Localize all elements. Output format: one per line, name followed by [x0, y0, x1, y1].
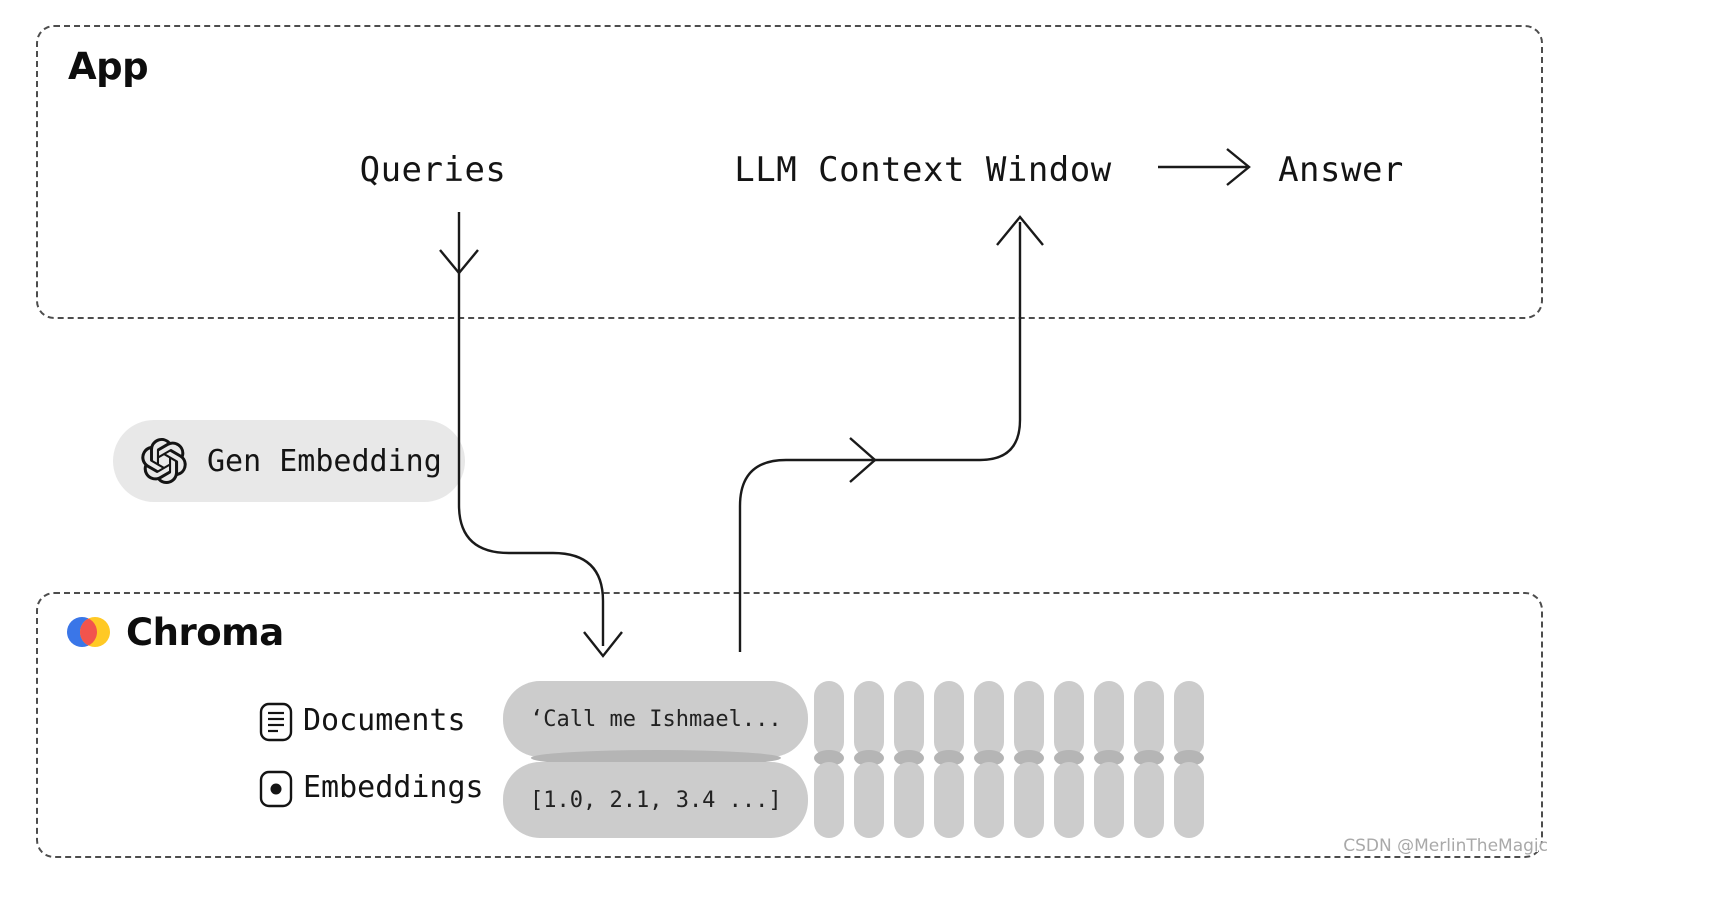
vector-cell [974, 762, 1004, 838]
answer-label: Answer [1278, 150, 1404, 190]
watermark: CSDN @MerlinTheMagic [1343, 836, 1548, 856]
gen-embedding-pill: Gen Embedding [113, 420, 465, 502]
vector-cell [894, 762, 924, 838]
vector-cell [814, 762, 844, 838]
vector-cell [1174, 681, 1204, 757]
chroma-logo-icon [64, 608, 114, 656]
chroma-header: Chroma [64, 608, 284, 656]
llm-context-window-label: LLM Context Window [734, 150, 1112, 190]
embeddings-label: Embeddings [303, 770, 484, 805]
document-icon [259, 702, 293, 742]
embedding-icon [259, 769, 293, 809]
vector-cell [1054, 762, 1084, 838]
documents-vector-cells [814, 681, 1204, 757]
documents-sample-pill: ‘Call me Ishmael... [503, 681, 808, 757]
embeddings-sample-pill: [1.0, 2.1, 3.4 ...] [503, 762, 808, 838]
vector-cell [934, 762, 964, 838]
vector-cell [1094, 681, 1124, 757]
documents-sample-text: ‘Call me Ishmael... [530, 706, 782, 732]
vector-cell [974, 681, 1004, 757]
documents-label: Documents [303, 703, 466, 738]
gen-embedding-label: Gen Embedding [207, 443, 442, 479]
chroma-box-title: Chroma [126, 610, 284, 654]
vector-cell [934, 681, 964, 757]
app-box-title: App [68, 45, 149, 88]
embeddings-sample-text: [1.0, 2.1, 3.4 ...] [530, 787, 782, 813]
vector-cell [1134, 762, 1164, 838]
vector-cell [1054, 681, 1084, 757]
embeddings-vector-cells [814, 762, 1204, 838]
vector-cell [1014, 681, 1044, 757]
vector-cell [894, 681, 924, 757]
vector-cell [814, 681, 844, 757]
vector-cell [1094, 762, 1124, 838]
vector-cell [1014, 762, 1044, 838]
vector-cell [1174, 762, 1204, 838]
vector-cell [854, 762, 884, 838]
vector-cell [1134, 681, 1164, 757]
openai-logo-icon [141, 438, 187, 485]
vector-cell [854, 681, 884, 757]
queries-label: Queries [359, 150, 507, 190]
